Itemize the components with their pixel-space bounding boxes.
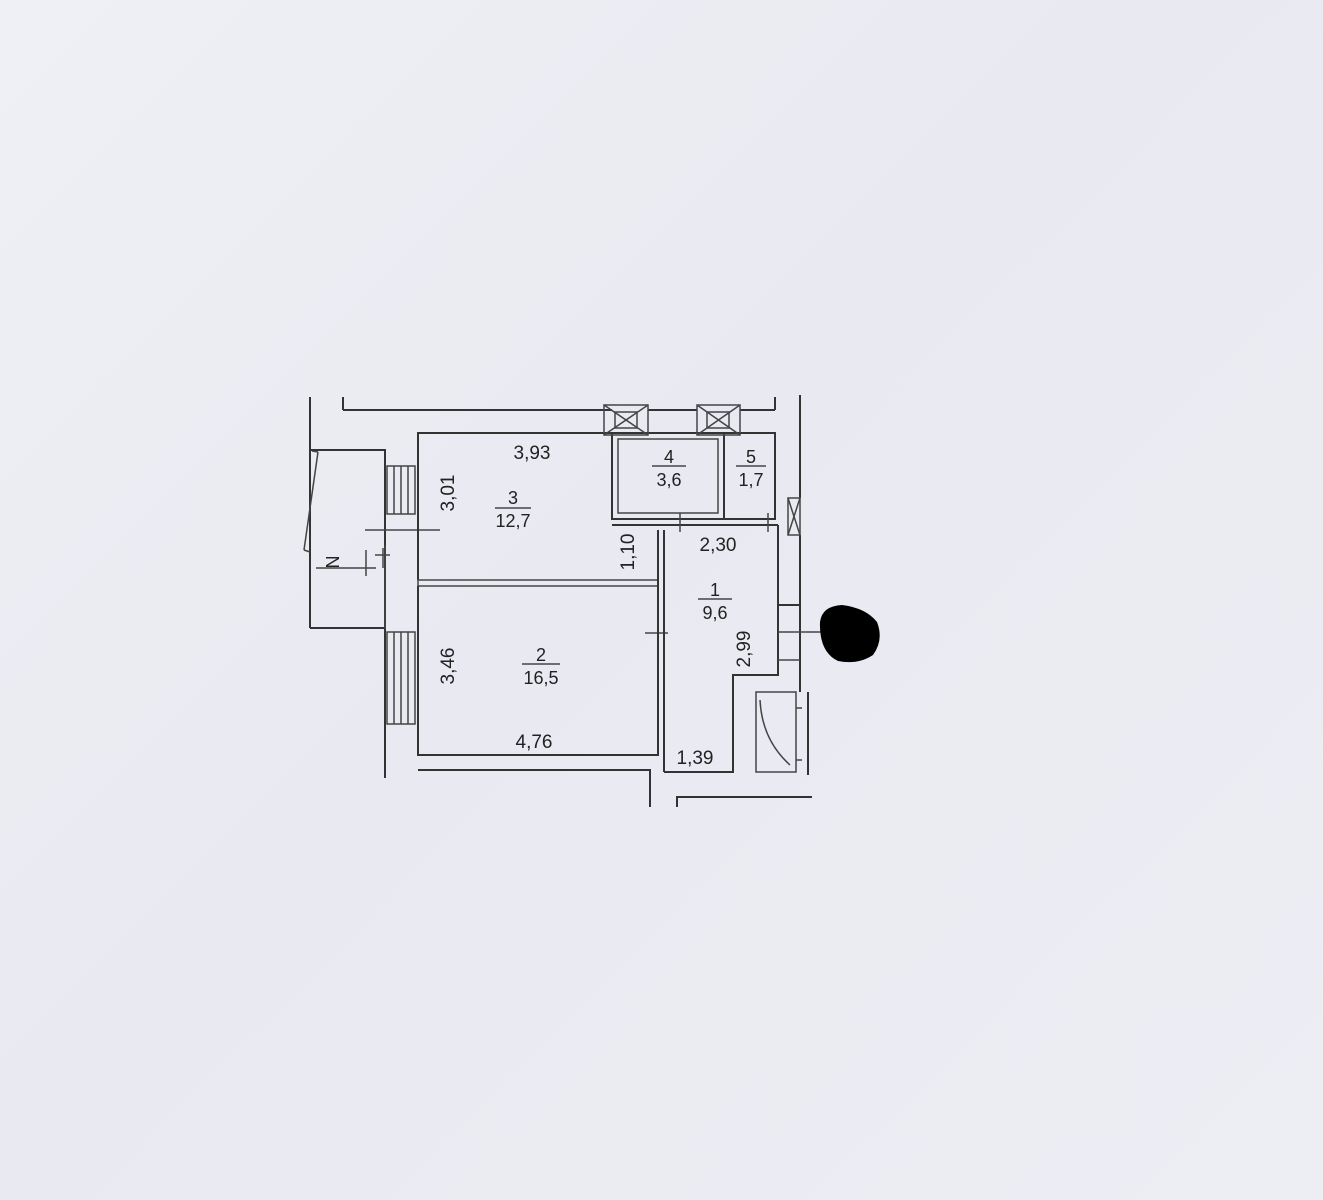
dim-room2-depth: 3,46 [438,648,459,685]
room-number: 2 [536,645,546,665]
room-4 [611,432,725,520]
dim-corridor-width: 2,30 [700,535,737,556]
room-4-label: 4 3,6 [652,447,686,490]
dim-corridor-passage: 1,10 [618,534,639,571]
ventilation-shaft-2 [696,404,741,436]
room-3-label: 3 12,7 [495,488,531,531]
dim-hall-depth: 2,99 [734,631,755,668]
room-number: 5 [746,447,756,467]
dim-room3-width: 3,93 [514,443,551,464]
partition-3-2 [417,579,659,587]
room-2-label: 2 16,5 [522,645,560,688]
cabinet-symbol [755,691,802,773]
room-area: 3,6 [656,470,681,490]
room-number: 3 [508,488,518,508]
room-area: 9,6 [702,603,727,623]
ventilation-shaft-3 [787,497,801,536]
dim-room2-width: 4,76 [516,732,553,753]
room-1-label: 1 9,6 [698,580,732,623]
balcony [303,449,386,778]
room-5 [724,432,776,520]
north-arrow-label: N [323,556,343,569]
window-room-2 [386,631,416,725]
entrance-door [777,605,822,661]
dim-hall-bottom-width: 1,39 [677,748,714,769]
room-area: 1,7 [738,470,763,490]
redaction-mark [819,605,880,663]
room-number: 1 [710,580,720,600]
dim-room3-depth: 3,01 [438,475,459,512]
room-area: 12,7 [495,511,530,531]
room-area: 16,5 [523,668,558,688]
balcony-door [365,529,440,628]
north-arrow: N [316,550,376,576]
room-number: 4 [664,447,674,467]
ventilation-shaft-1 [603,404,649,436]
window-room-3 [386,465,416,515]
room-5-label: 5 1,7 [736,447,766,490]
lower-walls [418,769,812,807]
